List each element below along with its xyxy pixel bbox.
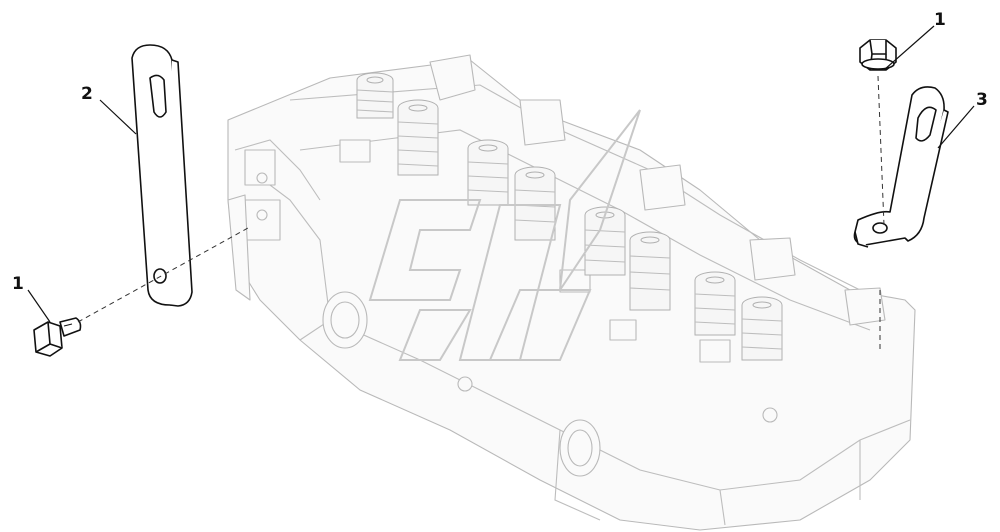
part-1-bolt-left	[33, 317, 82, 357]
part-2-lifting-strap	[131, 44, 193, 307]
watermark-logo	[368, 109, 641, 361]
cylinder-head	[227, 54, 916, 531]
callout-3: 3	[976, 90, 988, 110]
assembly-lines	[77, 75, 885, 350]
part-1-bolt-right	[859, 39, 897, 71]
callout-1-left: 1	[12, 274, 24, 294]
leader-lines	[27, 25, 975, 323]
part-3-bracket	[853, 86, 949, 248]
valve-springs	[356, 72, 783, 361]
callout-2: 2	[81, 84, 93, 104]
callout-1-right: 1	[934, 10, 946, 30]
